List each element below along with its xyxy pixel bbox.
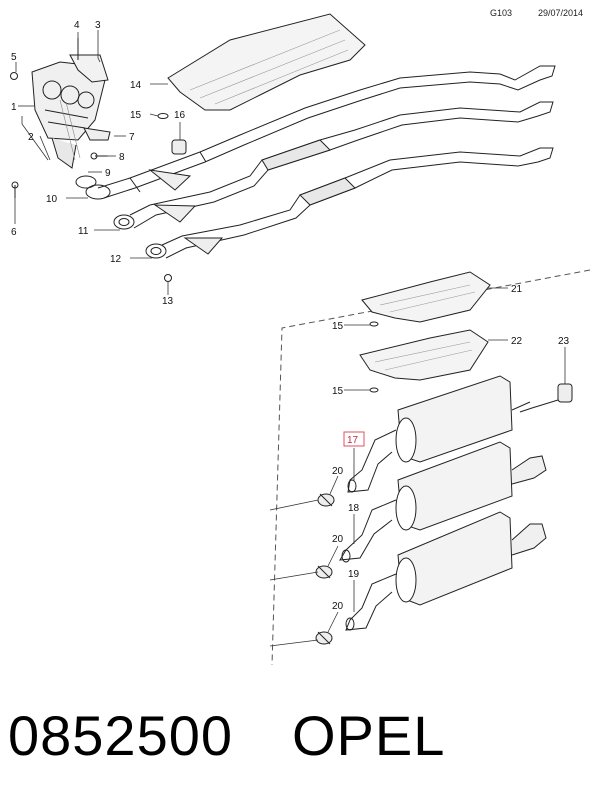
callout-20-c: 20	[332, 601, 344, 612]
heat-shield-21	[361, 271, 491, 323]
callout-10: 10	[46, 194, 58, 205]
brand-name: OPEL	[292, 704, 446, 767]
callout-17-highlight	[343, 431, 365, 447]
callout-1: 1	[11, 102, 17, 113]
rear-muffler-3	[345, 511, 547, 631]
callout-21: 21	[511, 284, 523, 295]
callout-20-b: 20	[332, 534, 344, 545]
front-pipe-2	[129, 101, 554, 229]
separator-dashed-line	[271, 269, 591, 666]
callout-5: 5	[11, 52, 17, 63]
callout-23: 23	[558, 336, 570, 347]
callout-9: 9	[105, 168, 111, 179]
callout-13: 13	[162, 296, 174, 307]
callout-18: 18	[348, 503, 360, 514]
callout-15-middle: 15	[332, 321, 344, 332]
exhaust-manifold	[31, 61, 106, 169]
callout-8: 8	[119, 152, 125, 163]
callout-15-upper: 15	[130, 110, 142, 121]
callout-16: 16	[174, 110, 186, 121]
front-pipe-3	[161, 147, 554, 259]
callout-22: 22	[511, 336, 523, 347]
callout-3: 3	[95, 20, 101, 31]
callout-17: 17	[347, 435, 359, 446]
callout-20-a: 20	[332, 466, 344, 477]
callout-14: 14	[130, 80, 142, 91]
rear-muffler-1	[347, 375, 531, 493]
callout-4: 4	[74, 20, 80, 31]
callout-6: 6	[11, 227, 17, 238]
callout-19: 19	[348, 569, 360, 580]
callout-12: 12	[110, 254, 122, 265]
clamp-20-b	[315, 565, 333, 579]
part-number: 0852500	[8, 704, 234, 767]
heat-shield-upper	[167, 13, 366, 111]
diagram-code: G103	[490, 8, 513, 18]
heat-shield-22	[359, 329, 489, 381]
callout-15-lower: 15	[332, 386, 344, 397]
callout-7: 7	[129, 132, 135, 143]
diagram-date: 29/07/2014	[538, 8, 584, 18]
clamp-20-c	[315, 631, 333, 645]
callout-2: 2	[28, 132, 34, 143]
front-pipe-1	[97, 65, 556, 199]
manifold-heat-shield	[69, 54, 109, 83]
clamp-20-a	[317, 493, 335, 507]
rear-muffler-2	[339, 441, 547, 563]
callout-11: 11	[78, 226, 89, 237]
